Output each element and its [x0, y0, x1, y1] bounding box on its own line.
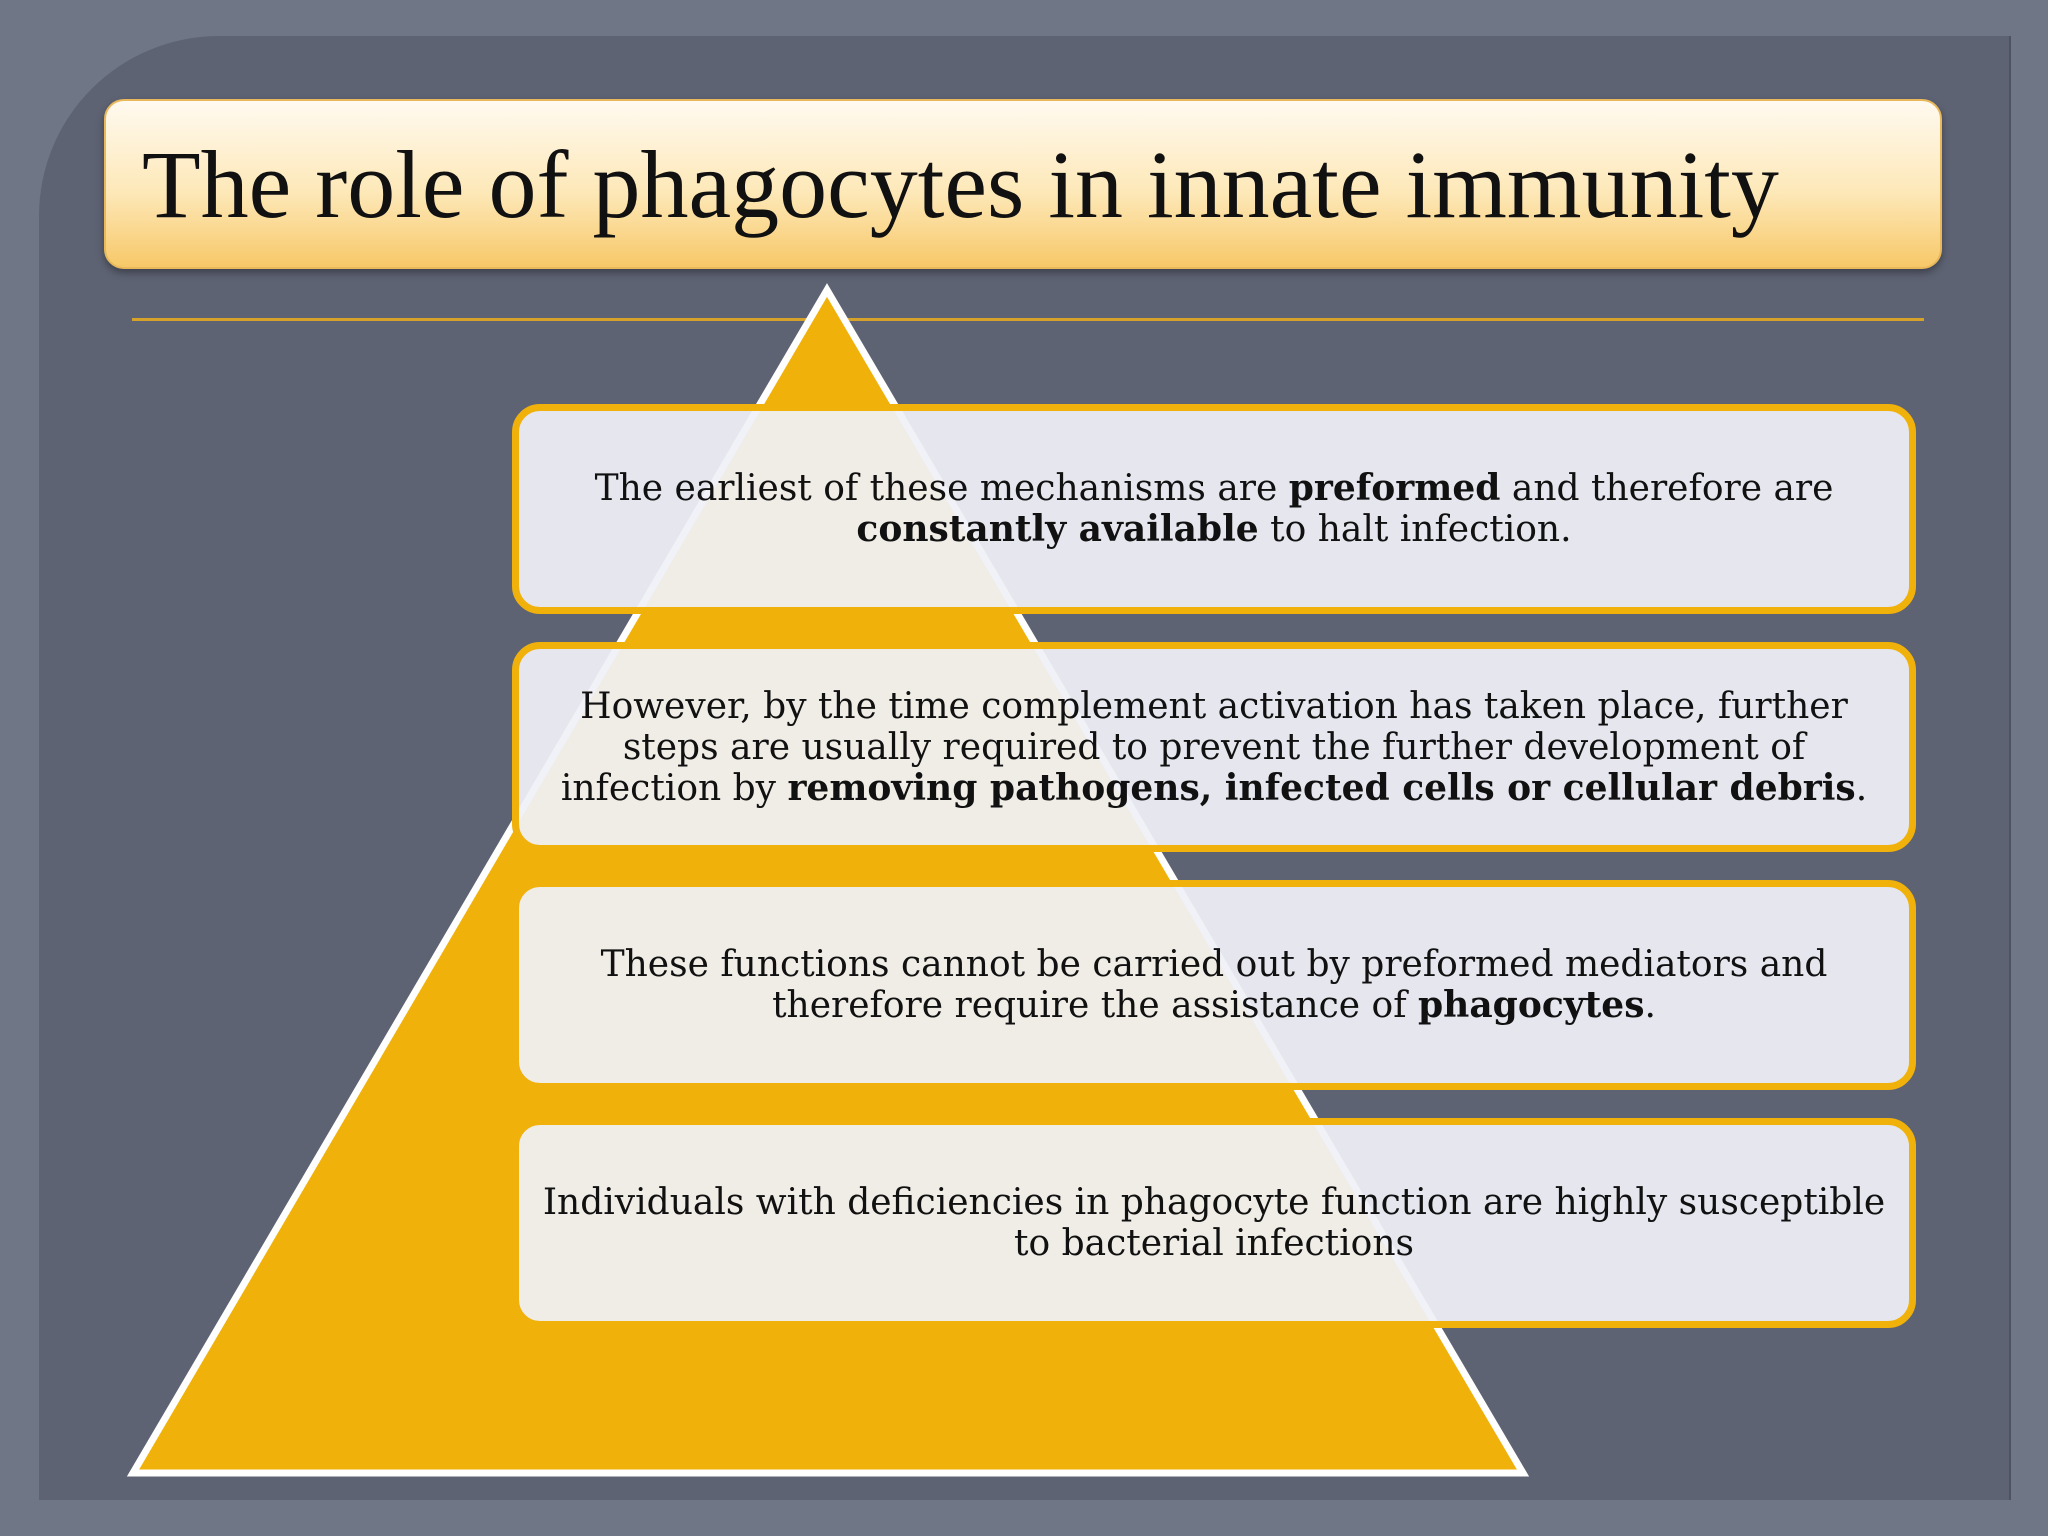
text-segment: . — [1855, 767, 1868, 809]
pyramid-level-2-box: However, by the time complement activati… — [512, 642, 1916, 852]
text-segment: These functions cannot be carried out by… — [600, 944, 1828, 1026]
title-divider — [132, 318, 1924, 321]
text-segment: . — [1644, 985, 1656, 1026]
pyramid-level-3-box: These functions cannot be carried out by… — [512, 880, 1916, 1090]
title-bar: The role of phagocytes in innate immunit… — [104, 99, 1942, 269]
pyramid-level-2-text: However, by the time complement activati… — [537, 686, 1891, 809]
text-segment: The earliest of these mechanisms are — [594, 468, 1289, 509]
text-segment: removing pathogens, infected cells or ce… — [787, 766, 1856, 809]
text-segment: Individuals with deficiencies in phagocy… — [542, 1182, 1886, 1264]
text-segment: and therefore are — [1500, 468, 1834, 509]
text-segment: However, by the time complement activati… — [560, 685, 1848, 809]
pyramid-level-4-text: Individuals with deficiencies in phagocy… — [537, 1182, 1891, 1264]
pyramid-level-3-text: These functions cannot be carried out by… — [537, 944, 1891, 1026]
pyramid-level-1-text: The earliest of these mechanisms are pre… — [537, 467, 1891, 551]
pyramid-level-1-box: The earliest of these mechanisms are pre… — [512, 404, 1916, 614]
text-segment: preformed — [1288, 467, 1501, 509]
text-segment: to halt infection. — [1258, 509, 1572, 550]
text-segment: constantly available — [856, 508, 1259, 550]
slide-title: The role of phagocytes in innate immunit… — [142, 130, 1779, 238]
pyramid-level-4-box: Individuals with deficiencies in phagocy… — [512, 1118, 1916, 1328]
text-segment: phagocytes — [1417, 984, 1645, 1026]
